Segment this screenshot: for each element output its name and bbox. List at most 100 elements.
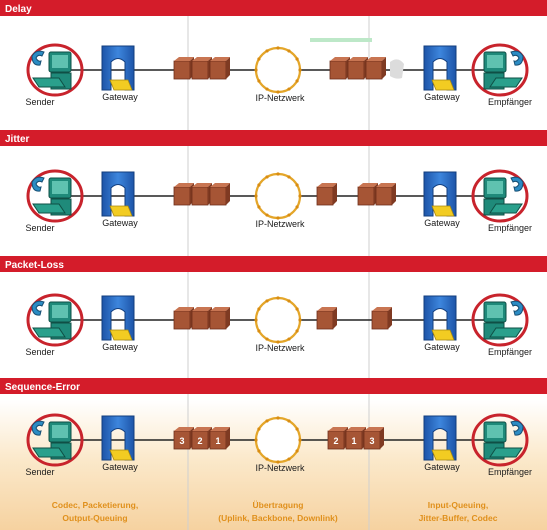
computer-icon [471, 413, 529, 467]
telephone-handset-shape [510, 300, 524, 316]
gateway-arch-shape [101, 295, 135, 341]
packet-icon [316, 307, 337, 330]
gateway-label-right: Gateway [424, 92, 460, 102]
gateway-arch-shape [423, 415, 457, 461]
ring-node [265, 87, 269, 91]
keyboard-shape [32, 327, 66, 338]
packet-top [192, 307, 212, 311]
section-sequence-error: Sequence-Error [0, 378, 547, 394]
packet-top [210, 57, 230, 61]
ring-node [295, 307, 299, 311]
packet-top [210, 183, 230, 187]
gateway-pad-shape [109, 449, 133, 461]
gateway-icon [423, 45, 457, 91]
ring-node [287, 213, 291, 217]
packet-side [333, 183, 337, 205]
screen-shape [487, 181, 503, 194]
ring-node [298, 438, 302, 442]
keyboard-shape [32, 203, 66, 214]
packet-side [388, 307, 392, 329]
gateway-icon [101, 45, 135, 91]
telephone-handset-shape [31, 50, 45, 66]
packet-front [365, 60, 383, 80]
ring-node [298, 318, 302, 322]
receiver-label: Empfänger [488, 347, 532, 357]
ring-node [257, 183, 261, 187]
gateway-arch-shape [423, 295, 457, 341]
section-delay: Delay [0, 0, 547, 16]
packet-side [380, 427, 384, 449]
packet-front [371, 310, 389, 330]
ring-node [254, 318, 258, 322]
telephone-handset-shape [510, 176, 524, 192]
ring-node [287, 299, 291, 303]
gateway-label-left: Gateway [102, 462, 138, 472]
circle-ring [471, 43, 529, 97]
ring-node [257, 79, 261, 83]
packet-side [392, 183, 396, 205]
gateway-label-left: Gateway [102, 342, 138, 352]
receiver-label: Empfänger [488, 97, 532, 107]
footer-left-line2: Output-Queuing [62, 513, 127, 523]
ring-node [257, 449, 261, 453]
circle-ring [26, 413, 84, 467]
ring-node [295, 79, 299, 83]
packet-front [191, 310, 209, 330]
sender-label: Sender [25, 223, 54, 233]
circle-ring [471, 169, 529, 223]
packet-icon [375, 183, 396, 206]
screen-shape [487, 425, 503, 438]
packet-icon [316, 183, 337, 206]
receiver-label: Empfänger [488, 467, 532, 477]
packet-icon: 3 [173, 427, 194, 450]
section-jitter: Jitter [0, 130, 547, 146]
screen-shape [487, 55, 503, 68]
packet-top [174, 307, 194, 311]
ring-node [287, 87, 291, 91]
ring-node [295, 57, 299, 61]
ring-node [265, 175, 269, 179]
keyboard-shape [489, 327, 523, 338]
packet-top [210, 307, 230, 311]
packet-top [376, 183, 396, 187]
packet-top [372, 307, 392, 311]
ring-node [257, 307, 261, 311]
network-ring-icon [254, 296, 302, 344]
circle-ring [26, 43, 84, 97]
packet-icon [173, 57, 194, 80]
keyboard-shape [489, 203, 523, 214]
receiver-label: Empfänger [488, 223, 532, 233]
section-title: Packet-Loss [5, 260, 64, 271]
packet-top [192, 57, 212, 61]
packet-front [329, 60, 347, 80]
packet-front [357, 186, 375, 206]
packet-front [347, 60, 365, 80]
gateway-arch-shape [101, 45, 135, 91]
packet-icon: 1 [209, 427, 230, 450]
packet-top [210, 427, 230, 431]
packet-top [364, 427, 384, 431]
circle-ring [26, 169, 84, 223]
packet-front [209, 186, 227, 206]
ring-node [276, 296, 280, 300]
gateway-label-right: Gateway [424, 342, 460, 352]
network-ring-icon [254, 46, 302, 94]
gateway-arch-shape [101, 415, 135, 461]
delay-bar [310, 38, 372, 42]
ring-node [287, 337, 291, 341]
telephone-handset-shape [31, 420, 45, 436]
packet-front [173, 60, 191, 80]
packet-front [191, 60, 209, 80]
gateway-pad-shape [109, 79, 133, 91]
footer-left-line1: Codec, Packetierung, [52, 500, 138, 510]
gateway-label-right: Gateway [424, 462, 460, 472]
circle-ring [26, 293, 84, 347]
computer-icon [26, 293, 84, 347]
screen-shape [52, 181, 68, 194]
ring-node [276, 172, 280, 176]
ring-node [298, 194, 302, 198]
ring-node [257, 329, 261, 333]
packet-front [173, 310, 191, 330]
